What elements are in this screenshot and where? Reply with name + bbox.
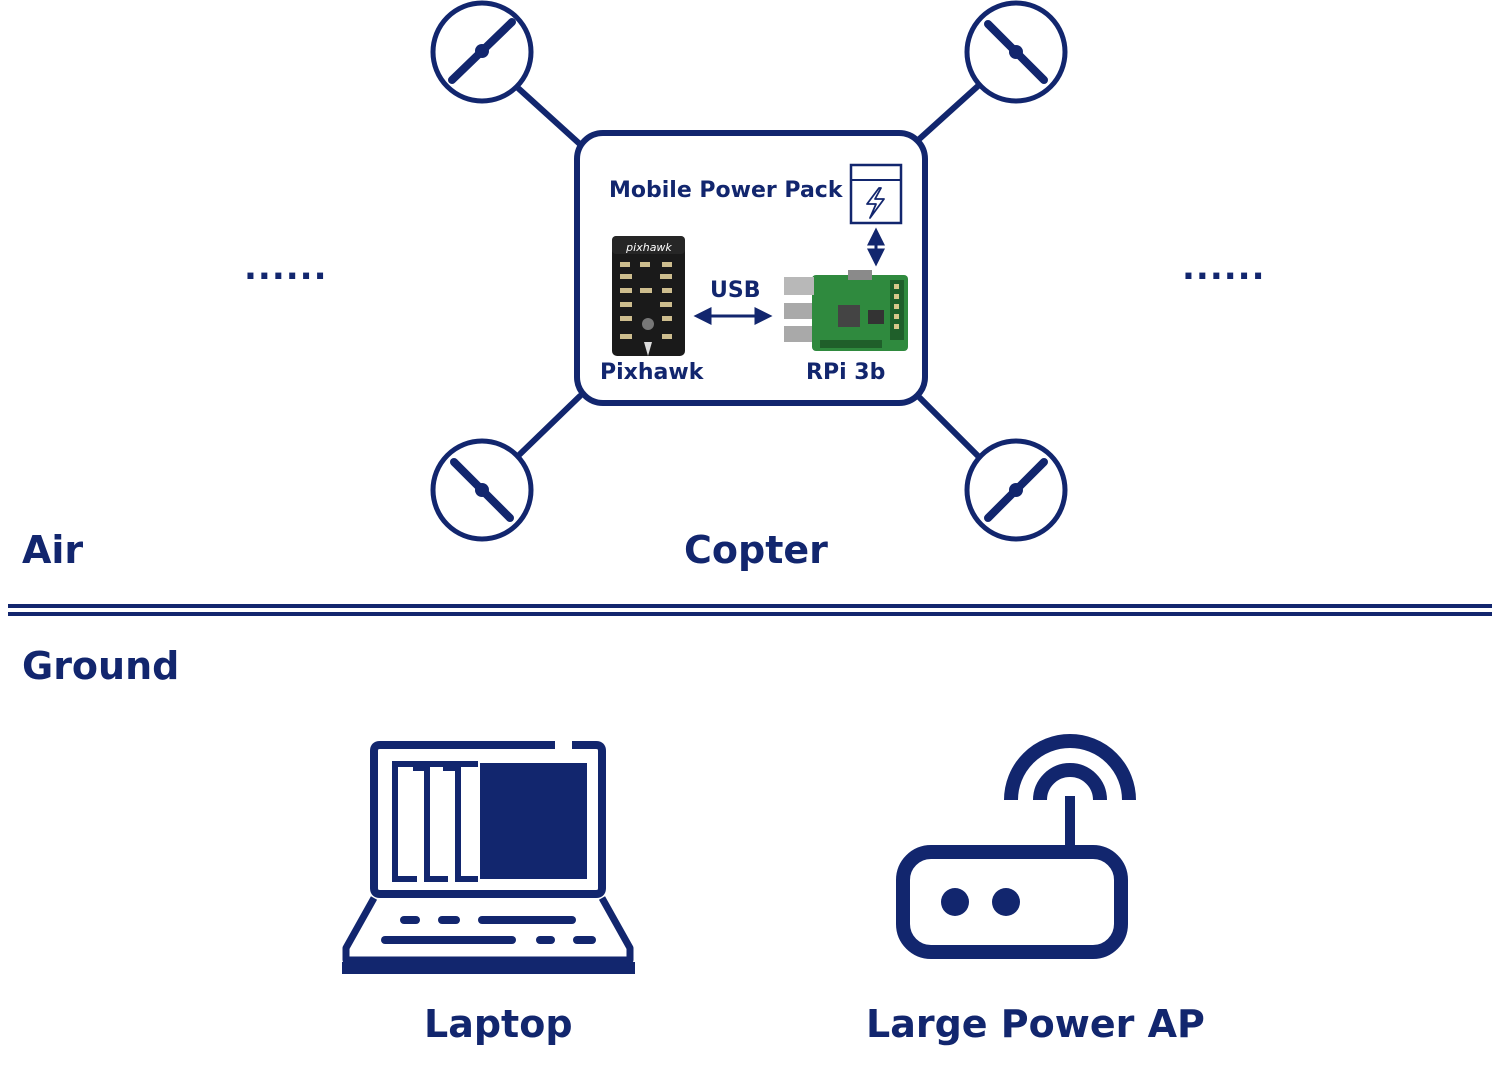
air-ground-divider (8, 604, 1492, 616)
usb-label: USB (710, 278, 761, 303)
section-label-ground: Ground (22, 644, 180, 688)
laptop-label: Laptop (424, 1002, 573, 1046)
pixhawk-label: Pixhawk (600, 360, 704, 385)
pixhawk-image (612, 236, 685, 356)
more-copters-right: ...... (1182, 248, 1266, 288)
rpi-board-image (784, 270, 908, 351)
router-icon (896, 734, 1136, 959)
more-copters-left: ...... (244, 248, 328, 288)
copter-title: Copter (684, 528, 828, 572)
propeller-top-right-icon (964, 0, 1068, 104)
propeller-top-left-icon (430, 0, 534, 104)
power-pack-icon (849, 163, 903, 225)
section-label-air: Air (22, 528, 84, 572)
power-pack-label: Mobile Power Pack (609, 178, 843, 203)
access-point-label: Large Power AP (866, 1002, 1205, 1046)
propeller-bottom-left-icon (430, 438, 534, 542)
propeller-bottom-right-icon (964, 438, 1068, 542)
laptop-icon (342, 741, 635, 974)
rpi-label: RPi 3b (806, 360, 886, 385)
copter-arms (515, 83, 981, 459)
pixhawk-logo: pixhawk (625, 241, 672, 254)
